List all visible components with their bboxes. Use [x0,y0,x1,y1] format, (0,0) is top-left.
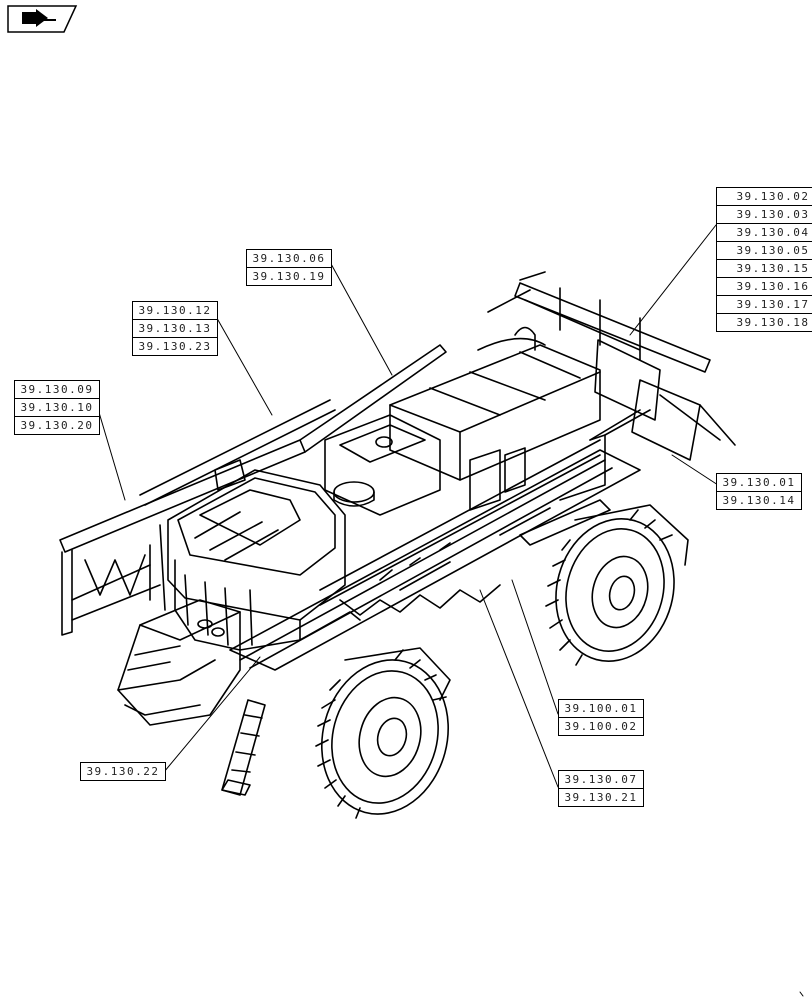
part-number[interactable]: 39.130.05 [717,241,812,259]
part-number[interactable]: 39.130.03 [717,205,812,223]
part-number[interactable]: 39.130.07 [564,773,638,786]
callout-group-rear-frame[interactable]: 39.130.01 39.130.14 [716,473,802,510]
part-number[interactable]: 39.100.01 [564,702,638,715]
chassis-frame [229,409,651,671]
rear-boom [487,271,736,461]
left-boom [59,344,447,636]
part-number[interactable]: 39.130.14 [717,491,801,509]
part-number[interactable]: 39.130.10 [15,398,99,416]
part-number[interactable]: 39.100.02 [559,717,643,735]
back-nav-button[interactable] [6,4,78,34]
part-number[interactable]: 39.130.12 [138,304,212,317]
leader-lines [97,224,719,788]
cab [117,599,241,726]
part-number[interactable]: 39.130.16 [717,277,812,295]
part-number[interactable]: 39.130.15 [717,259,812,277]
callout-group-chassis[interactable]: 39.100.01 39.100.02 [558,699,644,736]
hood-block [324,326,601,516]
part-number[interactable]: 39.130.21 [559,788,643,806]
part-number[interactable]: 39.130.18 [717,313,812,331]
return-arrow-icon [7,5,78,33]
part-number[interactable]: 39.130.04 [717,223,812,241]
part-number[interactable]: 39.130.01 [722,476,796,489]
part-number[interactable]: 39.130.13 [133,319,217,337]
part-number[interactable]: 39.130.19 [247,267,331,285]
part-number[interactable]: 39.130.06 [252,252,326,265]
callout-group-walkway[interactable]: 39.130.07 39.130.21 [558,770,644,807]
front-left-wheel [315,647,451,819]
callout-group-left-boom[interactable]: 39.130.12 39.130.13 39.130.23 [132,301,218,356]
part-number[interactable]: 39.130.23 [133,337,217,355]
part-number[interactable]: 39.130.17 [717,295,812,313]
callout-group-rear-boom[interactable]: 39.130.02 39.130.03 39.130.04 39.130.05 … [716,187,812,332]
callout-group-boom-tip[interactable]: 39.130.09 39.130.10 39.130.20 [14,380,100,435]
main-tank [167,469,375,651]
part-number[interactable]: 39.130.02 [736,190,810,203]
rear-right-wheel [545,504,689,666]
part-number[interactable]: 39.130.20 [15,416,99,434]
callout-group-ladder[interactable]: 39.130.22 [80,762,166,781]
part-number[interactable]: 39.130.09 [20,383,94,396]
part-number[interactable]: 39.130.22 [86,765,160,778]
callout-group-boom-rail[interactable]: 39.130.06 39.130.19 [246,249,332,286]
ladder [221,699,266,796]
